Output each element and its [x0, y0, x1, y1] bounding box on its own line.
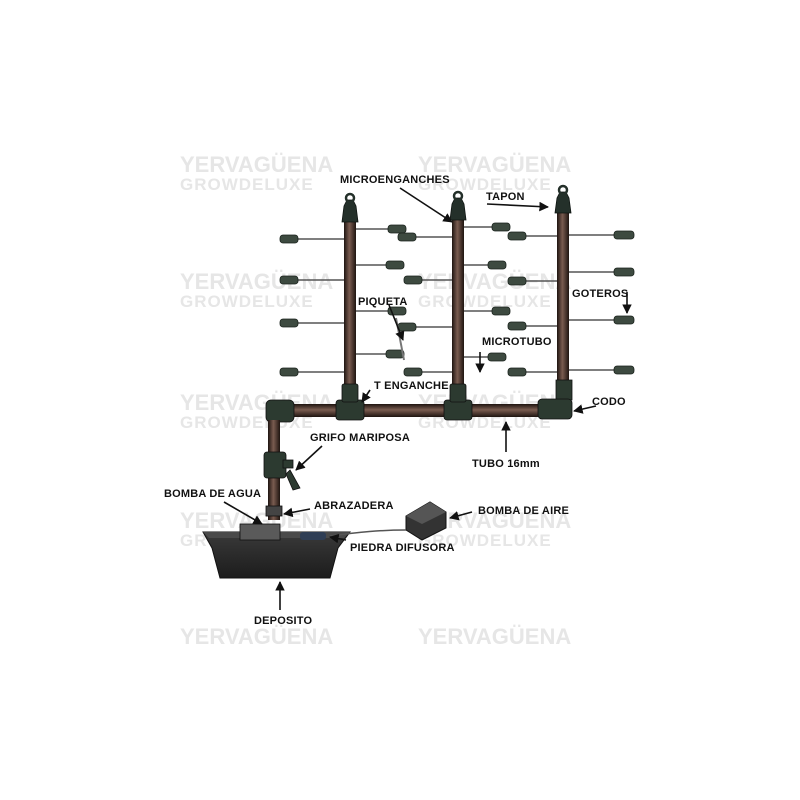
left-elbow [265, 399, 295, 423]
label-goteros: GOTEROS [572, 288, 629, 300]
label-tapon: TAPON [486, 191, 525, 203]
label-codo: CODO [592, 396, 626, 408]
clamp [265, 505, 283, 517]
label-bomba-agua: BOMBA DE AGUA [164, 488, 262, 500]
label-tubo: TUBO 16mm [472, 458, 540, 470]
label-bomba-aire: BOMBA DE AIRE [478, 505, 570, 517]
risers [344, 213, 569, 388]
codo-elbow [537, 379, 573, 420]
air-pump [329, 501, 447, 541]
label-deposito: DEPOSITO [254, 615, 313, 627]
label-abrazadera: ABRAZADERA [314, 500, 394, 512]
tank [202, 523, 351, 579]
label-microtubo: MICROTUBO [482, 336, 552, 348]
valve [263, 451, 301, 491]
main-pipe [278, 404, 560, 417]
watermark-9: YERVAGÜENA [180, 624, 334, 649]
dripper-group [279, 222, 635, 377]
label-piedra-difusora: PIEDRA DIFUSORA [350, 542, 455, 554]
t-fittings [335, 383, 473, 421]
watermark-10: YERVAGÜENA [418, 624, 572, 649]
label-piqueta: PIQUETA [358, 296, 408, 308]
label-t-enganche: T ENGANCHE [374, 380, 449, 392]
label-arrows [223, 187, 632, 610]
label-grifo-mariposa: GRIFO MARIPOSA [310, 432, 410, 444]
label-microenganches: MICROENGANCHES [340, 174, 450, 186]
tapon-caps [341, 184, 572, 223]
